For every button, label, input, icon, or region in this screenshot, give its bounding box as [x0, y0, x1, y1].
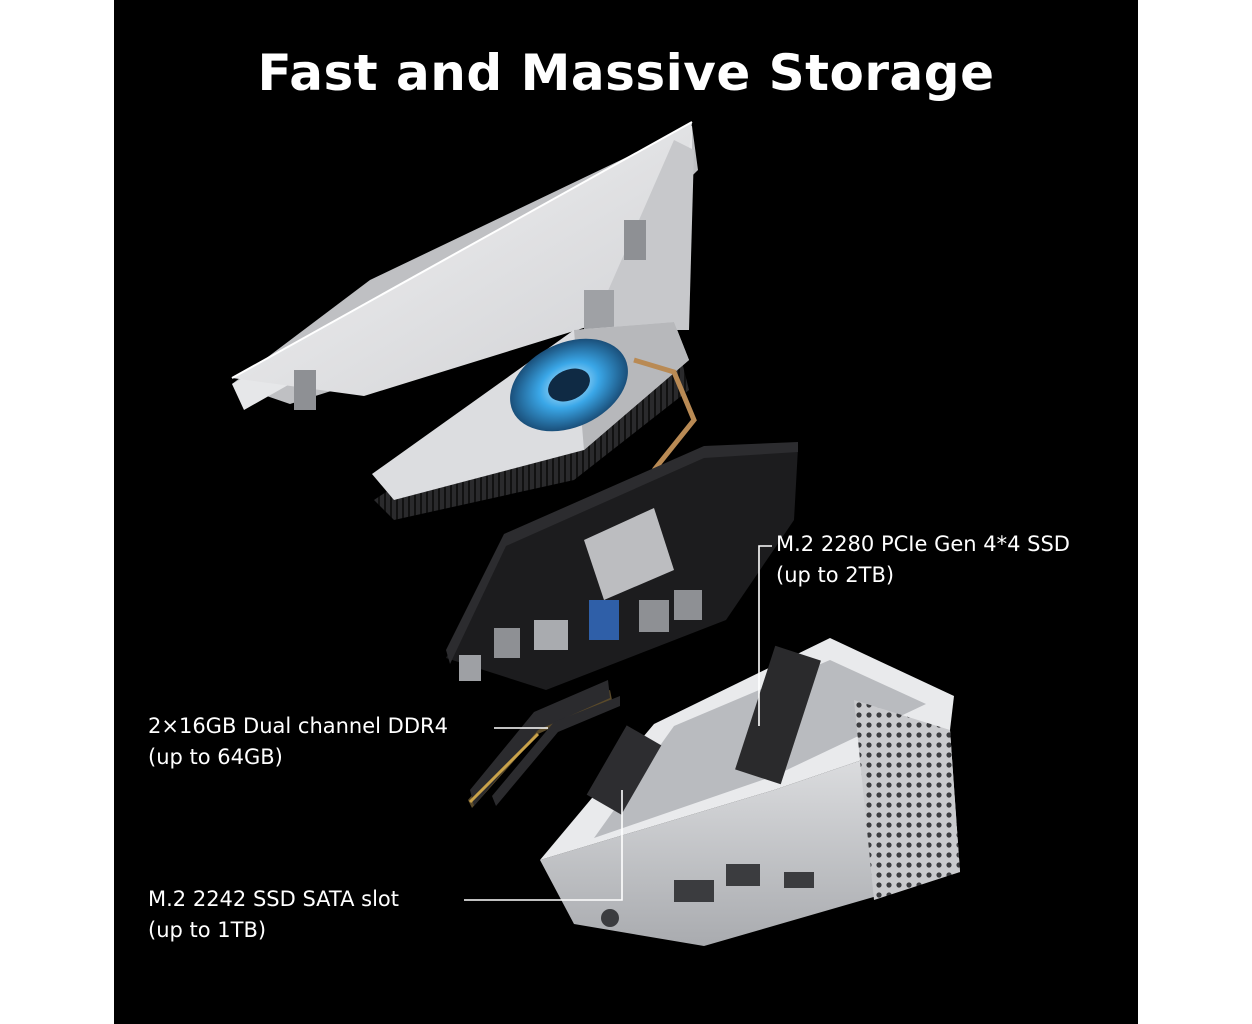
callout-sata-slot: M.2 2242 SSD SATA slot (up to 1TB)	[148, 884, 399, 946]
top-lid	[231, 121, 698, 410]
cooling-fan-unit	[372, 322, 697, 520]
callout-pcie-ssd: M.2 2280 PCIe Gen 4*4 SSD (up to 2TB)	[776, 529, 1070, 591]
callout-leader-lines	[464, 545, 772, 901]
callout-memory-line2: (up to 64GB)	[148, 745, 283, 769]
callout-memory: 2×16GB Dual channel DDR4 (up to 64GB)	[148, 711, 448, 773]
callout-sata-slot-line1: M.2 2242 SSD SATA slot	[148, 887, 400, 911]
motherboard	[446, 442, 798, 690]
callout-sata-slot-line2: (up to 1TB)	[148, 918, 267, 942]
ram-modules	[468, 680, 620, 808]
product-panel: Fast and Massive Storage M.2 2280 PCIe G…	[114, 0, 1138, 1024]
callout-memory-line1: 2×16GB Dual channel DDR4	[148, 714, 448, 738]
exploded-view-illustration	[231, 121, 960, 946]
callout-pcie-ssd-line2: (up to 2TB)	[776, 563, 895, 587]
page-title: Fast and Massive Storage	[257, 44, 995, 102]
callout-pcie-ssd-line1: M.2 2280 PCIe Gen 4*4 SSD	[776, 532, 1070, 556]
base-chassis	[540, 638, 960, 946]
